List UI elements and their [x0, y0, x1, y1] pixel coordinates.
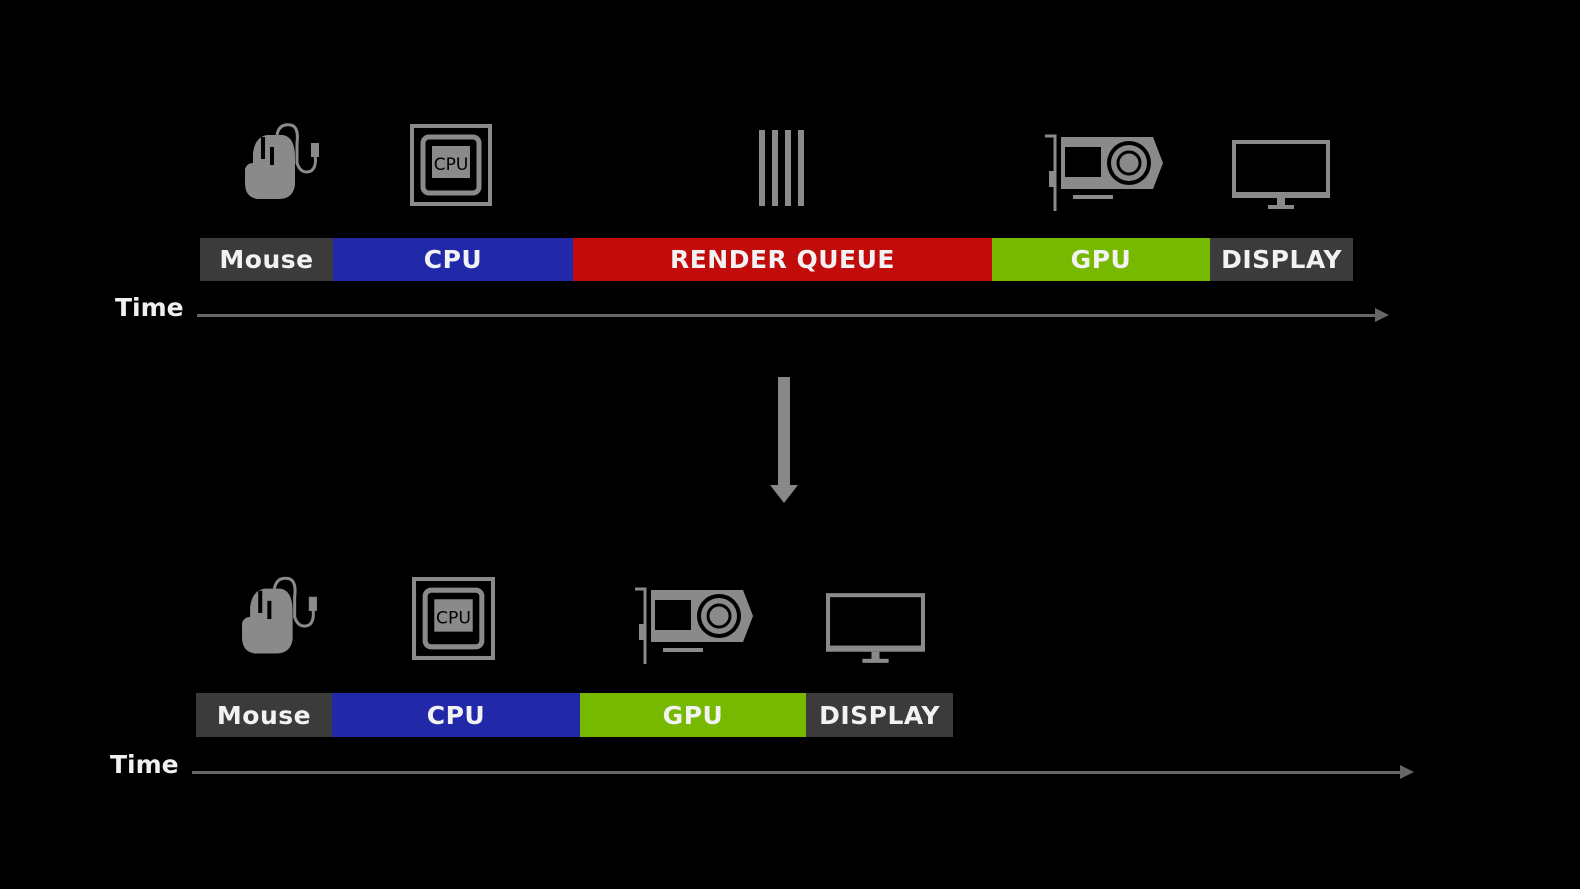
stage-display: DISPLAY [1210, 238, 1353, 281]
time-axis-label: Time [115, 293, 184, 322]
stage-mouse: Mouse [200, 238, 333, 281]
stage-display: DISPLAY [806, 693, 953, 737]
cpu-icon [412, 577, 495, 660]
time-axis-label: Time [110, 750, 179, 779]
stage-mouse: Mouse [196, 693, 332, 737]
monitor-icon [1232, 140, 1330, 210]
render-queue-icon [759, 130, 807, 206]
stage-cpu: CPU [332, 693, 580, 737]
gpu-icon [634, 586, 756, 664]
stage-gpu: GPU [992, 238, 1210, 281]
stage-gpu: GPU [580, 693, 806, 737]
down-arrow [770, 377, 798, 503]
mouse-icon [243, 123, 325, 201]
stage-render-queue: RENDER QUEUE [573, 238, 992, 281]
cpu-icon [410, 124, 492, 206]
monitor-icon [826, 593, 925, 664]
mouse-icon [240, 576, 323, 656]
time-axis-arrow [197, 308, 1389, 322]
time-axis-arrow [192, 765, 1414, 779]
gpu-icon [1045, 133, 1165, 211]
stage-cpu: CPU [333, 238, 573, 281]
